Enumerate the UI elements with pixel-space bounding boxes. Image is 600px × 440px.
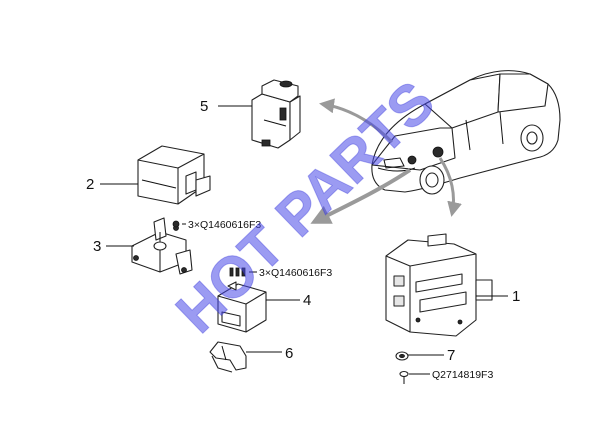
callout-6: 6	[285, 345, 293, 362]
part-5-relay-module	[251, 79, 301, 149]
screw-q2714819f3	[399, 370, 409, 384]
leader-lines	[100, 105, 508, 375]
callout-2: 2	[86, 176, 94, 193]
callout-1: 1	[512, 288, 520, 305]
fastener-label-screw-7: Q2714819F3	[432, 369, 493, 381]
part-7-nut	[395, 351, 409, 361]
part-6-clip	[209, 341, 247, 373]
callout-7: 7	[447, 347, 455, 364]
callout-4: 4	[303, 292, 311, 309]
part-2-fuse-box-cover	[137, 145, 211, 205]
bolt-part-3	[172, 220, 180, 228]
part-4-relay-block	[217, 267, 267, 333]
part-1-body-control-module	[385, 233, 493, 337]
part-3-mounting-bracket	[131, 217, 193, 275]
arrow-to-part-5	[319, 98, 394, 144]
fastener-label-bolt-3: 3×Q1460616F3	[188, 219, 261, 231]
callout-5: 5	[200, 98, 208, 115]
callout-3: 3	[93, 238, 101, 255]
fastener-label-bolt-4: 3×Q1460616F3	[259, 267, 332, 279]
arrow-to-parts-2-6	[310, 168, 412, 224]
arrow-to-part-1	[438, 157, 462, 217]
direction-arrows	[310, 98, 462, 224]
vehicle-illustration	[371, 70, 561, 195]
